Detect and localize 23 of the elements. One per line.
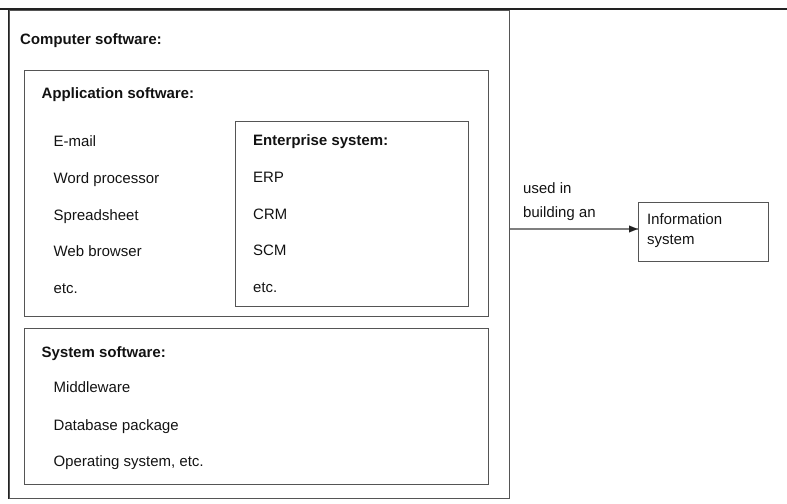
group-heading: Enterprise system: <box>253 132 388 150</box>
node-label: Information system <box>646 210 724 250</box>
list-item: CRM <box>253 206 288 224</box>
list-item: SCM <box>253 242 286 260</box>
list-item: E-mail <box>54 132 96 150</box>
list-item: ERP <box>253 169 284 187</box>
list-item: Word processor <box>54 170 160 188</box>
list-item: etc. <box>253 279 278 297</box>
group-box <box>9 10 510 499</box>
group-heading: Computer software: <box>20 31 162 49</box>
group-heading: System software: <box>42 344 166 362</box>
group-box <box>235 121 469 307</box>
list-item: Operating system, etc. <box>54 452 204 470</box>
process-box <box>638 202 769 262</box>
list-item: Spreadsheet <box>54 206 139 224</box>
group-heading: Application software: <box>42 84 194 102</box>
arrow <box>510 225 638 233</box>
list-item: Web browser <box>54 242 142 260</box>
list-item: etc. <box>54 280 78 298</box>
group-box <box>24 70 488 316</box>
list-item: Database package <box>54 416 179 434</box>
list-item: Middleware <box>54 378 130 396</box>
group-box <box>24 328 488 484</box>
